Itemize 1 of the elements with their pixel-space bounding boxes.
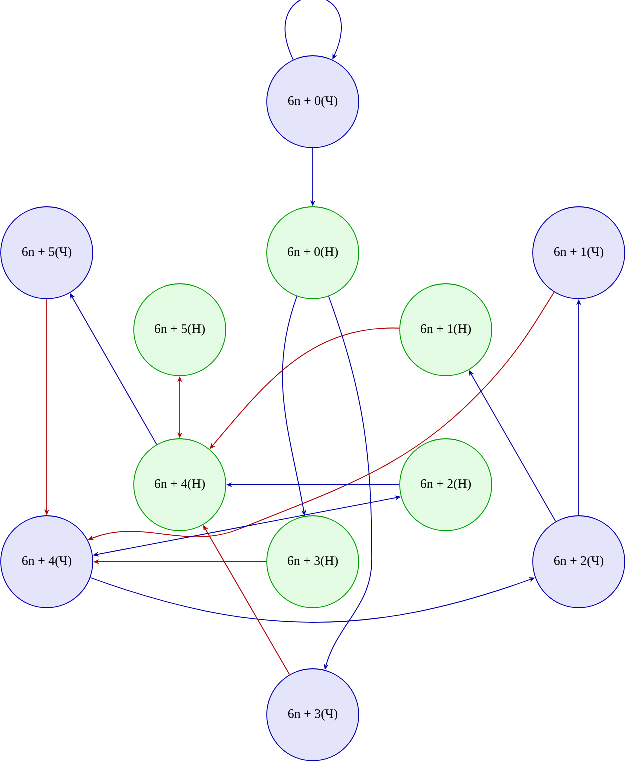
- arrow: [285, 0, 342, 60]
